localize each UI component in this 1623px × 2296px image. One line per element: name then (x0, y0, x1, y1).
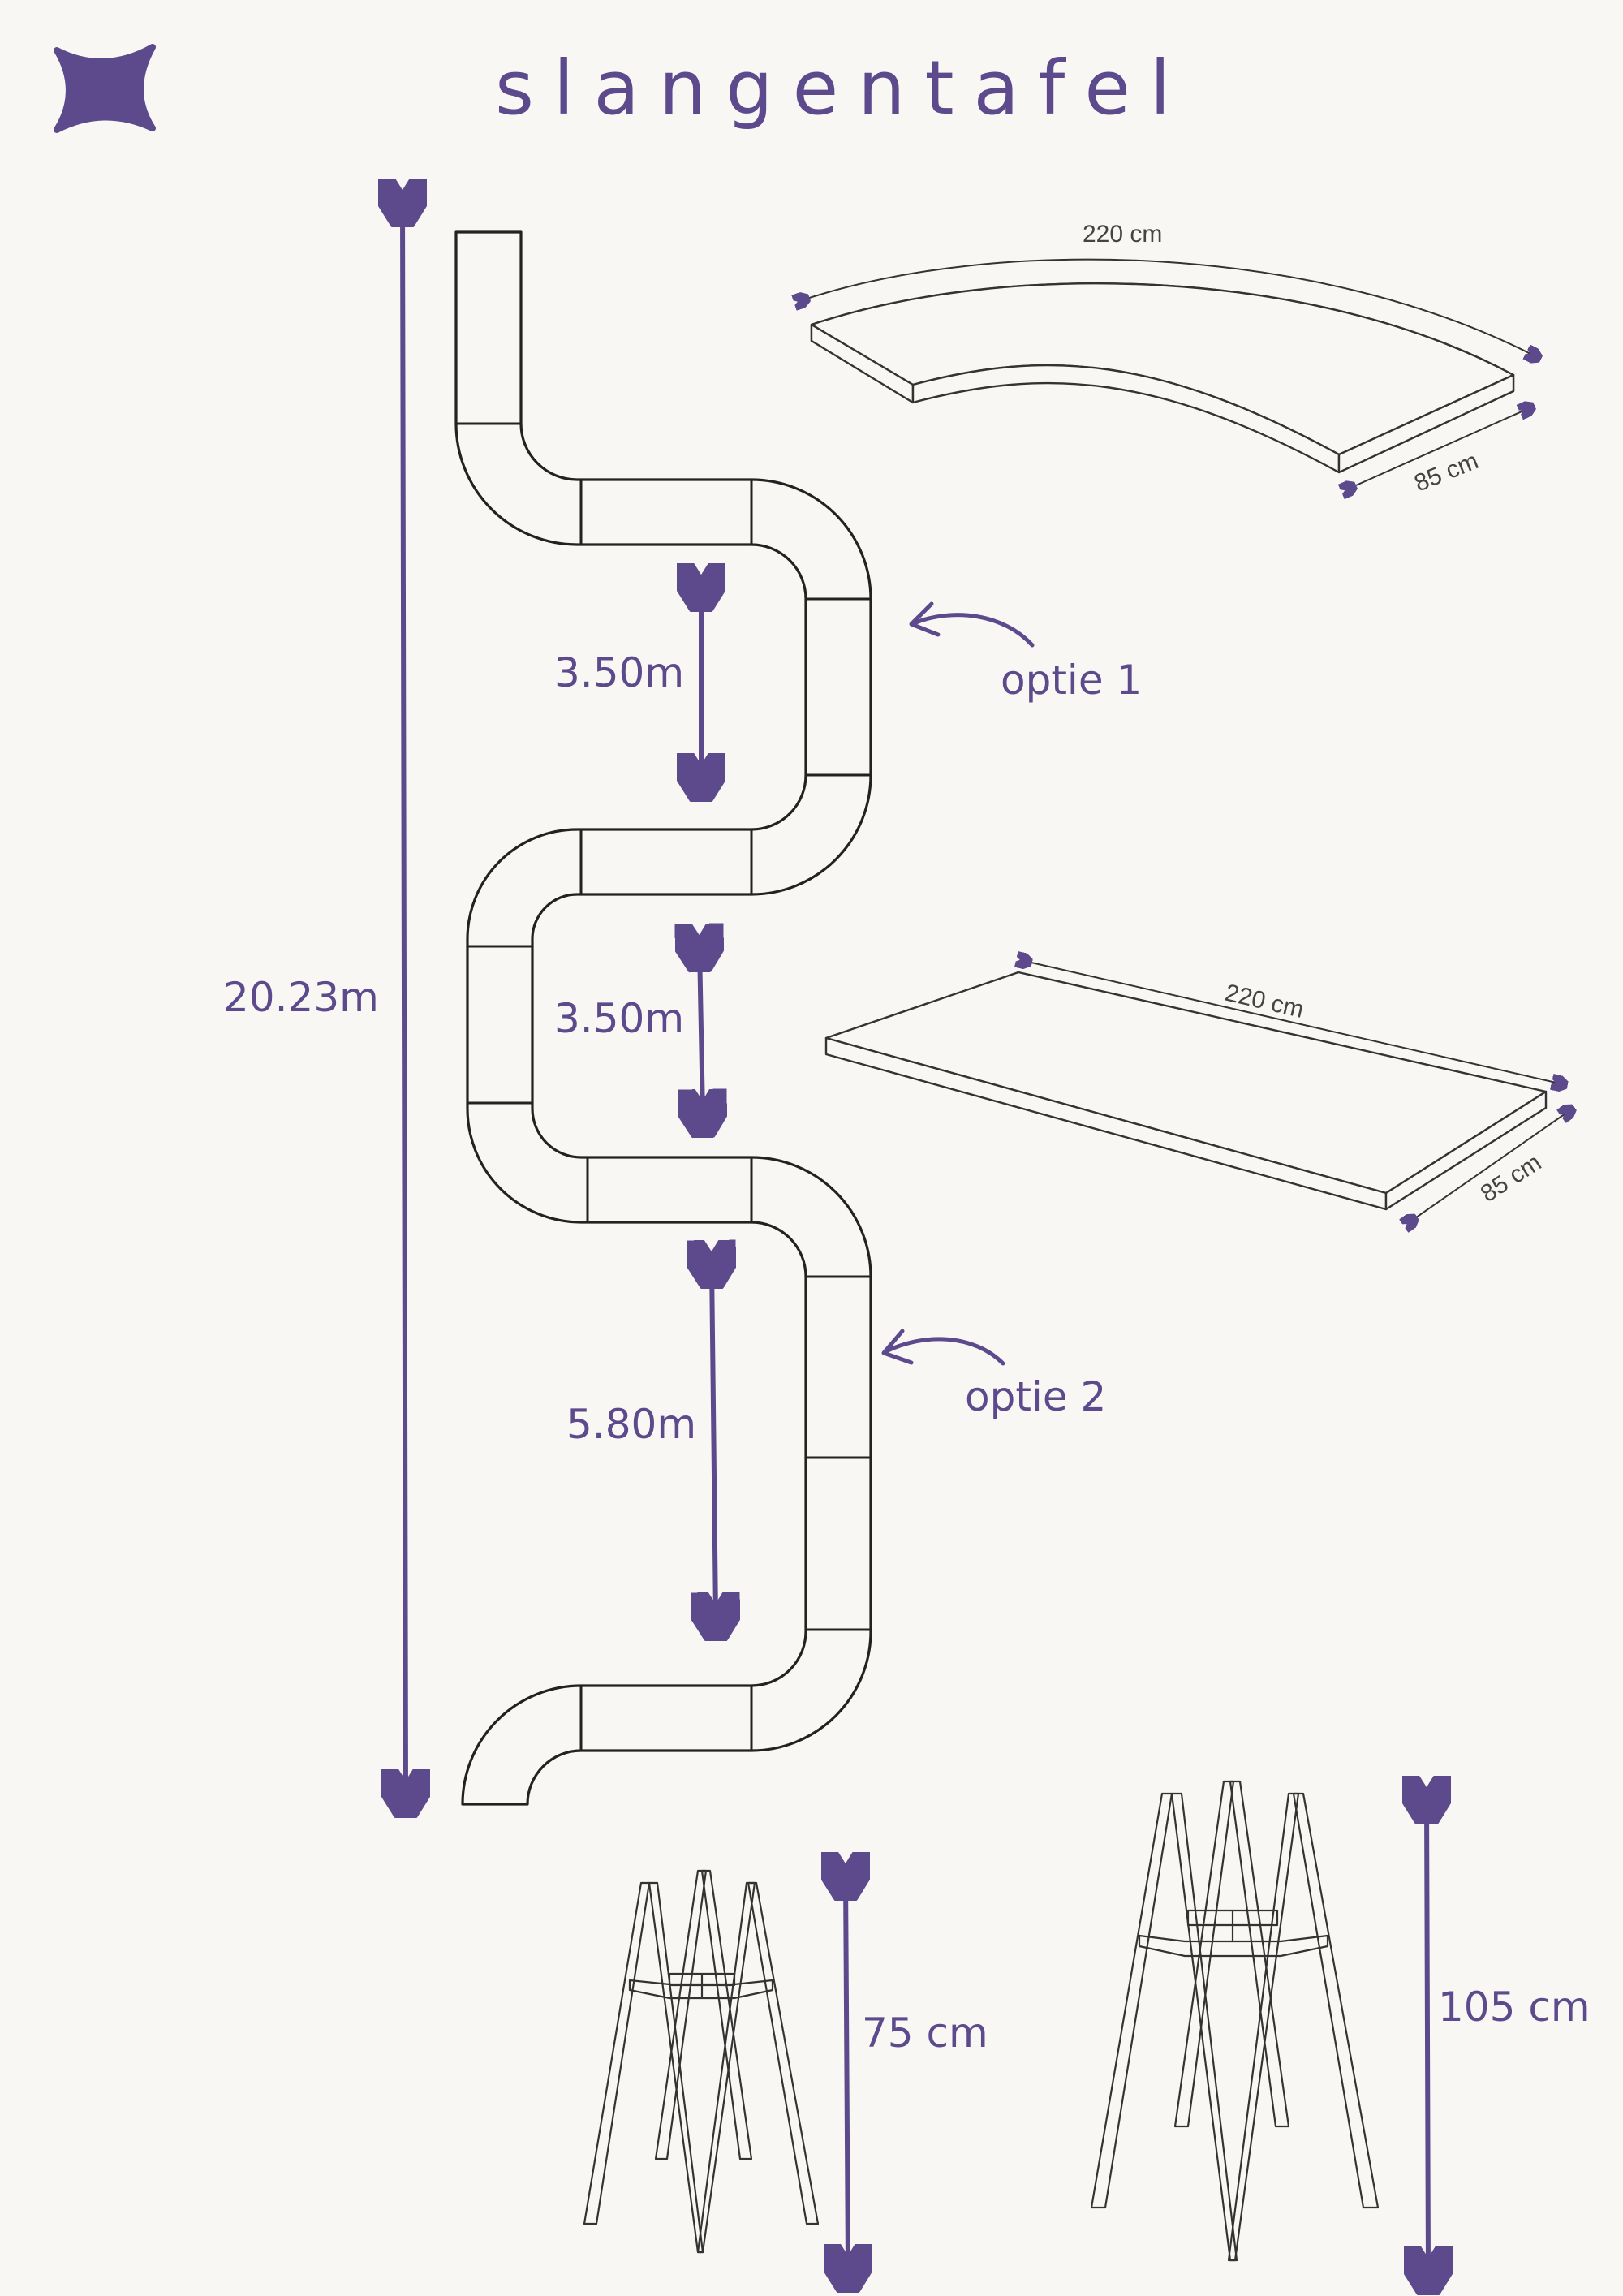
page-title: slangentafel (495, 45, 1190, 131)
low-leg-height-arrow (846, 1876, 848, 2268)
spacing-2-label: 3.50m (554, 995, 684, 1042)
curved-length-label: 220 cm (1083, 221, 1162, 248)
snake-table-outline (454, 230, 872, 1806)
option-1-pointer (909, 601, 1035, 648)
curved-length-arrow (802, 258, 1534, 355)
four-point-star-icon (54, 44, 156, 133)
spacing-1-label: 3.50m (554, 649, 684, 696)
curved-table-top (810, 282, 1515, 474)
total-length-arrow (403, 203, 406, 1794)
curved-width-arrow (1349, 409, 1527, 489)
spacing-2-arrow (700, 948, 703, 1114)
straight-length-label: 220 cm (1222, 980, 1306, 1023)
option-2-label: optie 2 (965, 1373, 1106, 1420)
high-leg-height-label: 105 cm (1438, 1984, 1591, 2031)
option-2-pointer (881, 1329, 1005, 1366)
curved-width-label: 85 cm (1410, 447, 1482, 497)
straight-width-arrow (1410, 1112, 1568, 1221)
high-leg-frame (1090, 1780, 1380, 2262)
low-leg-frame (583, 1869, 820, 2254)
straight-table-top (824, 971, 1548, 1211)
total-length-label: 20.23m (223, 974, 379, 1021)
low-leg-height-label: 75 cm (862, 2010, 988, 2057)
high-leg-height-arrow (1427, 1800, 1428, 2271)
straight-length-arrow (1024, 961, 1560, 1083)
spacing-3-arrow (712, 1264, 716, 1617)
option-1-label: optie 1 (1001, 657, 1142, 704)
spacing-3-label: 5.80m (566, 1401, 696, 1448)
straight-width-label: 85 cm (1476, 1149, 1546, 1208)
